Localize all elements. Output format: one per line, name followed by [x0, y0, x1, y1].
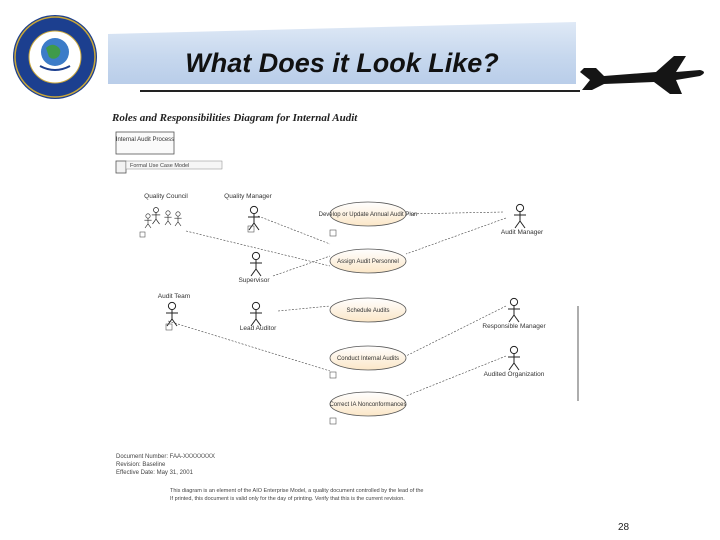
- use-case-label: Schedule Audits: [346, 308, 389, 314]
- use-case-label: Assign Audit Personnel: [337, 259, 399, 265]
- notice-line: If printed, this document is valid only …: [170, 496, 405, 502]
- use-case-label: Correct IA Nonconformances: [329, 402, 406, 408]
- notice-text: This diagram is an element of the AIO En…: [170, 488, 423, 502]
- actor-lead-auditor: Lead Auditor: [240, 301, 277, 332]
- use-case-diagram: Roles and Responsibilities Diagram for I…: [111, 112, 579, 502]
- actor-label: Responsible Manager: [482, 323, 546, 330]
- footer-line: Effective Date: May 31, 2001: [116, 470, 194, 476]
- package-box: Internal Audit Process: [115, 131, 175, 155]
- use-case-assign-personnel: Assign Audit Personnel: [329, 248, 407, 274]
- slide-title: What Does it Look Like?: [185, 48, 499, 78]
- actor-label: Quality Manager: [224, 193, 273, 200]
- actor-label: Audit Team: [158, 293, 190, 300]
- title-banner: [108, 22, 576, 84]
- footer-line: Revision: Baseline: [116, 462, 166, 468]
- legend: Formal Use Case Model: [115, 160, 223, 174]
- faa-seal-logo: [13, 15, 97, 99]
- footer-line: Document Number: FAA-XXXXXXXX: [116, 454, 215, 460]
- notice-line: This diagram is an element of the AIO En…: [170, 488, 423, 494]
- actor-audit-manager: Audit Manager: [501, 203, 544, 236]
- actor-label: Audited Organization: [484, 371, 545, 378]
- actor-audit-team: Audit Team: [158, 293, 190, 331]
- actor-quality-manager: Quality Manager: [224, 193, 273, 233]
- use-case-label: Develop or Update Annual Audit Plan: [319, 212, 418, 218]
- association-lines: [167, 211, 507, 397]
- actor-audited-organization: Audited Organization: [484, 345, 545, 378]
- use-case-develop-plan: Develop or Update Annual Audit Plan: [319, 201, 418, 237]
- page-number: 28: [618, 522, 630, 533]
- actor-supervisor: Supervisor: [238, 251, 270, 284]
- use-case-conduct-audits: Conduct Internal Audits: [329, 345, 407, 379]
- use-case-label: Conduct Internal Audits: [337, 356, 399, 362]
- actor-quality-council: Quality Council: [139, 193, 188, 238]
- actor-label: Lead Auditor: [240, 325, 277, 332]
- actor-label: Audit Manager: [501, 229, 544, 236]
- title-underline: [140, 90, 580, 92]
- use-case-schedule-audits: Schedule Audits: [329, 297, 407, 323]
- legend-label: Formal Use Case Model: [130, 163, 189, 169]
- actor-label: Supervisor: [238, 277, 270, 284]
- airplane-icon: [580, 56, 704, 94]
- use-case-correct-nonconformances: Correct IA Nonconformances: [329, 391, 407, 425]
- diagram-title: Roles and Responsibilities Diagram for I…: [111, 112, 358, 124]
- document-info: Document Number: FAA-XXXXXXXX Revision: …: [116, 454, 215, 476]
- package-label: Internal Audit Process: [116, 137, 174, 143]
- actor-label: Quality Council: [144, 193, 188, 200]
- actor-responsible-manager: Responsible Manager: [482, 297, 546, 330]
